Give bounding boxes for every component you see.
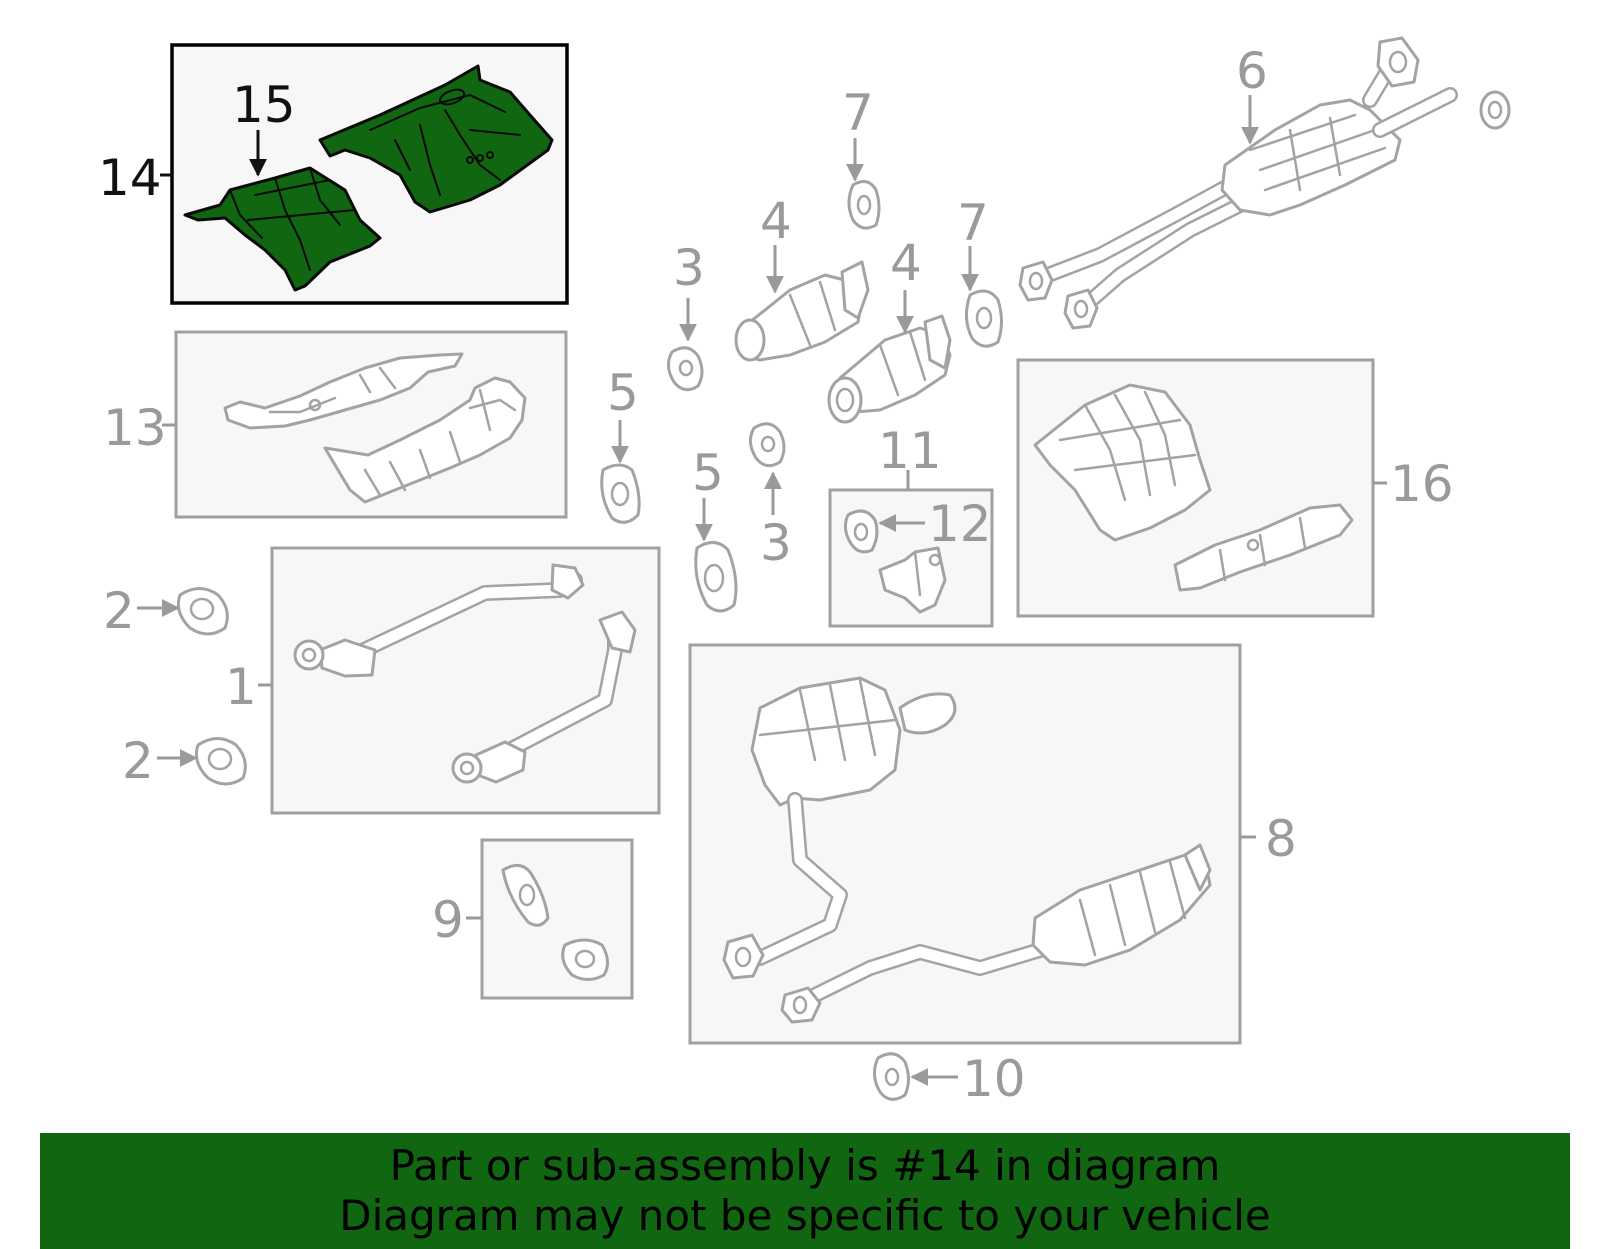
part-11-hanger-group[interactable]: 11 12	[828, 422, 994, 628]
part-6-center-pipe[interactable]: 6	[1018, 36, 1511, 330]
part-5-gasket-upper[interactable]: 5	[600, 364, 641, 524]
callout-7-upper: 7	[842, 84, 874, 142]
callout-4-lower: 4	[890, 234, 922, 292]
callout-2-lower: 2	[122, 732, 154, 790]
part-4-catalytic-converter-lower[interactable]: 4	[827, 234, 952, 424]
banner-line-2: Diagram may not be specific to your vehi…	[339, 1191, 1271, 1240]
exhaust-parts-diagram: 15 14 13 1 2 2	[98, 36, 1511, 1108]
callout-8: 8	[1265, 810, 1297, 868]
callout-14: 14	[98, 149, 162, 207]
part-15-heat-shield[interactable]	[183, 166, 382, 292]
callout-5-lower: 5	[692, 444, 724, 502]
callout-3-lower: 3	[760, 514, 792, 572]
callout-2-upper: 2	[103, 582, 135, 640]
part-2-gasket-upper[interactable]: 2	[103, 582, 229, 640]
callout-11: 11	[878, 422, 942, 480]
part-7-gasket-upper[interactable]: 7	[842, 84, 881, 230]
info-banner: Part or sub-assembly is #14 in diagram D…	[40, 1133, 1570, 1249]
part-16-heat-shield-group[interactable]: 16	[1016, 358, 1454, 618]
part-7-gasket-lower[interactable]: 7	[957, 194, 1003, 348]
part-9-gasket-group[interactable]: 9	[432, 838, 634, 1000]
callout-3-upper: 3	[673, 239, 705, 297]
banner-line-1: Part or sub-assembly is #14 in diagram	[389, 1141, 1221, 1190]
part-3-hanger-lower[interactable]: 3	[749, 422, 792, 572]
callout-7-lower: 7	[957, 194, 989, 252]
callout-12: 12	[928, 495, 992, 553]
callout-1: 1	[225, 658, 257, 716]
callout-16: 16	[1390, 455, 1454, 513]
callout-6: 6	[1236, 42, 1268, 100]
part-2-gasket-lower[interactable]: 2	[122, 732, 247, 790]
part-8-muffler-assembly-group[interactable]: 8	[688, 643, 1297, 1045]
part-10-hanger[interactable]: 10	[873, 1050, 1026, 1108]
callout-15: 15	[232, 76, 296, 134]
part-5-gasket-lower[interactable]: 5	[692, 444, 738, 613]
part-4-catalytic-converter-upper[interactable]: 4	[734, 192, 870, 362]
part-1-front-pipe-group[interactable]: 1	[225, 546, 661, 815]
callout-5-upper: 5	[607, 364, 639, 422]
callout-13: 13	[103, 399, 167, 457]
part-3-hanger-upper[interactable]: 3	[667, 239, 705, 392]
callout-4-upper: 4	[760, 192, 792, 250]
callout-10: 10	[962, 1050, 1026, 1108]
part-13-heat-shield-group[interactable]: 13	[103, 330, 568, 519]
part-14-heat-shield-group[interactable]: 15 14	[98, 43, 569, 305]
callout-9: 9	[432, 891, 464, 949]
part-14-heat-shield-main[interactable]	[318, 64, 554, 214]
